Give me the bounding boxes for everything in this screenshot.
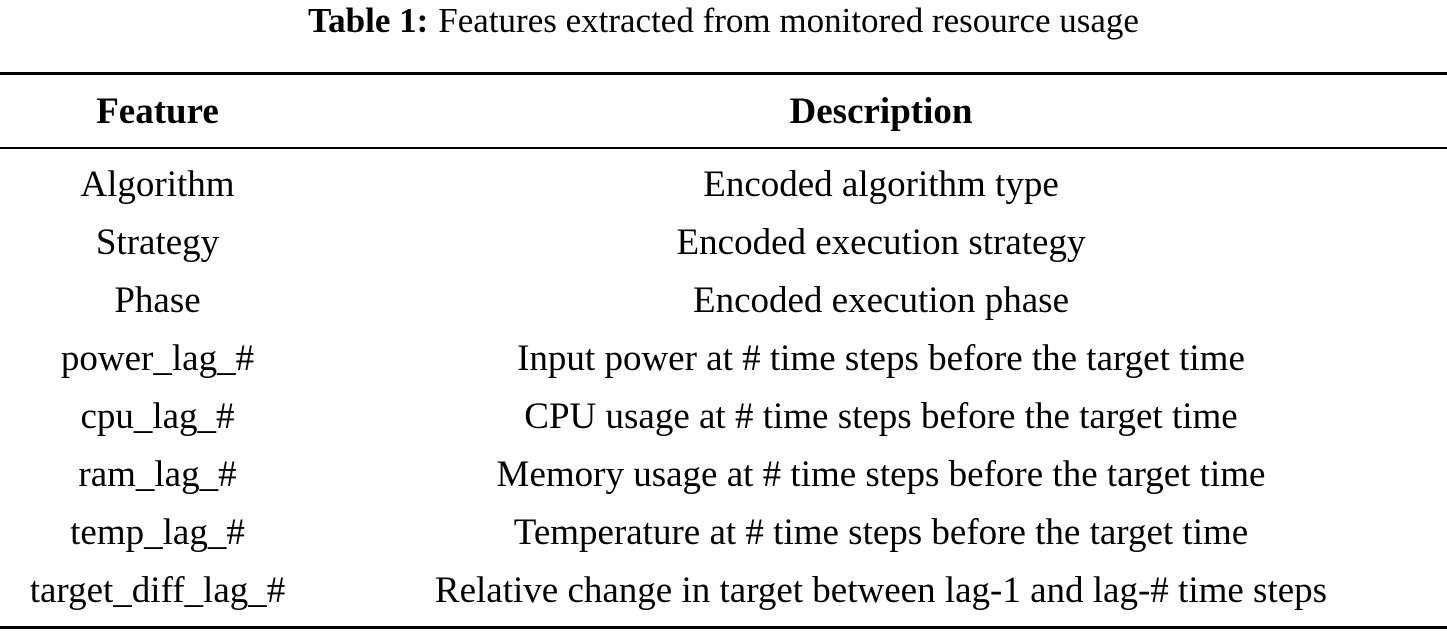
features-table: Feature Description Algorithm Encoded al… <box>0 75 1447 619</box>
table-row: Phase Encoded execution phase <box>0 271 1447 329</box>
table-row: temp_lag_# Temperature at # time steps b… <box>0 503 1447 561</box>
table-row: cpu_lag_# CPU usage at # time steps befo… <box>0 387 1447 445</box>
table-row: power_lag_# Input power at # time steps … <box>0 329 1447 387</box>
feature-cell: temp_lag_# <box>70 511 245 553</box>
table-row: target_diff_lag_# Relative change in tar… <box>0 561 1447 619</box>
feature-cell: Algorithm <box>80 163 235 205</box>
header-rule <box>0 147 1447 149</box>
body-spacer <box>0 147 1447 155</box>
header-feature: Feature <box>96 90 219 132</box>
header-description: Description <box>789 90 973 132</box>
feature-cell: power_lag_# <box>60 337 255 379</box>
feature-cell: Phase <box>114 279 201 321</box>
table-body: Algorithm Encoded algorithm type Strateg… <box>0 147 1447 619</box>
description-cell: CPU usage at # time steps before the tar… <box>524 395 1238 437</box>
table-row: ram_lag_# Memory usage at # time steps b… <box>0 445 1447 503</box>
caption-label: Table 1: <box>308 1 429 40</box>
top-rule <box>0 72 1447 75</box>
description-cell: Encoded execution phase <box>692 279 1070 321</box>
table-header: Feature Description <box>0 75 1447 147</box>
description-cell: Encoded algorithm type <box>703 163 1059 205</box>
feature-cell: target_diff_lag_# <box>29 569 286 611</box>
feature-cell: Strategy <box>95 221 220 263</box>
bottom-rule <box>0 626 1447 629</box>
caption-text: Features extracted from monitored resour… <box>438 1 1139 40</box>
description-cell: Temperature at # time steps before the t… <box>513 511 1249 553</box>
description-cell: Input power at # time steps before the t… <box>517 337 1245 379</box>
header-row: Feature Description <box>0 75 1447 147</box>
description-cell: Encoded execution strategy <box>676 221 1086 263</box>
table-row: Strategy Encoded execution strategy <box>0 213 1447 271</box>
feature-cell: ram_lag_# <box>78 453 237 495</box>
description-cell: Memory usage at # time steps before the … <box>496 453 1266 495</box>
description-cell: Relative change in target between lag-1 … <box>434 569 1328 611</box>
table-row: Algorithm Encoded algorithm type <box>0 155 1447 213</box>
feature-cell: cpu_lag_# <box>80 395 235 437</box>
table-caption: Table 1:Features extracted from monitore… <box>0 0 1447 42</box>
